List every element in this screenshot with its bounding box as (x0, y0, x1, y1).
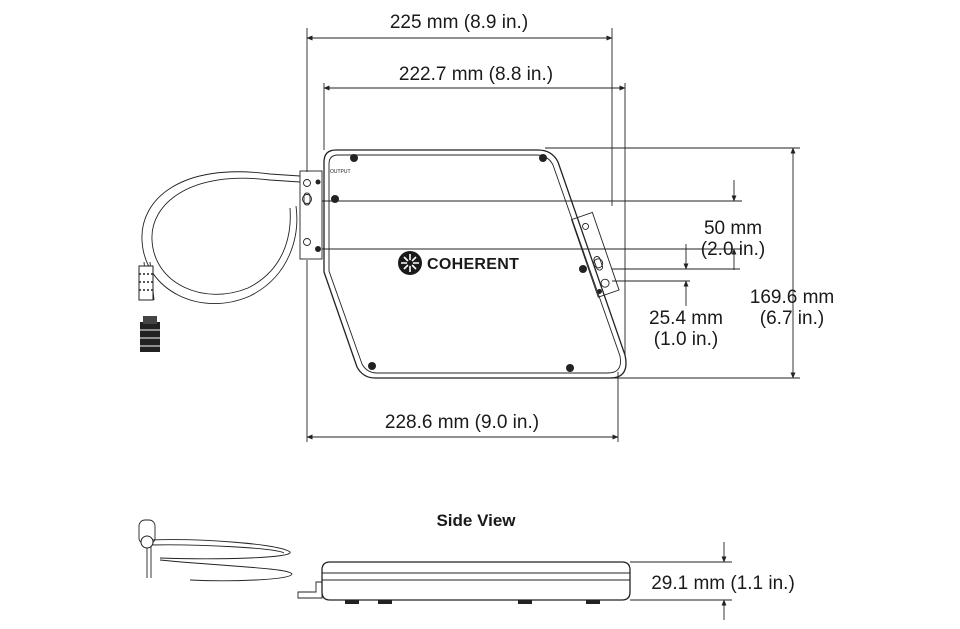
left-mounting-bracket: OUTPUT (299, 169, 351, 260)
dimension-port-spacing: 50 mm (2.0 in.) (322, 180, 765, 270)
body-screws (331, 154, 587, 372)
port-offset-in-label: (1.0 in.) (654, 329, 718, 350)
fiber-connector (138, 265, 160, 352)
dimension-thickness: 29.1 mm (1.1 in.) (630, 542, 795, 620)
side-device-body (297, 561, 631, 604)
dimension-overall-width: 225 mm (8.9 in.) (306, 12, 613, 206)
device-body-outline (323, 149, 627, 379)
coherent-logo: COHERENT (398, 251, 519, 275)
thickness-label: 29.1 mm (1.1 in.) (651, 573, 795, 594)
side-cable (138, 519, 293, 582)
port-offset-mm-label: 25.4 mm (649, 308, 723, 329)
height-mm-label: 169.6 mm (750, 287, 834, 308)
overall-width-label: 225 mm (8.9 in.) (390, 12, 528, 33)
logo-text: COHERENT (427, 256, 519, 273)
port-spacing-mm-label: 50 mm (704, 218, 762, 239)
height-in-label: (6.7 in.) (760, 308, 824, 329)
dimension-base-width: 228.6 mm (9.0 in.) (306, 260, 619, 442)
top-view: OUTPUT (138, 12, 834, 442)
device-body-inner-outline (328, 154, 621, 374)
fiber-cable (141, 171, 301, 305)
port-spacing-in-label: (2.0 in.) (701, 239, 765, 260)
body-width-label: 222.7 mm (8.8 in.) (399, 64, 553, 85)
dimension-height: 169.6 mm (6.7 in.) (545, 147, 834, 379)
dimension-body-width: 222.7 mm (8.8 in.) (323, 64, 626, 355)
side-view-title: Side View (436, 511, 516, 530)
dimension-port-offset: 25.4 mm (1.0 in.) (612, 244, 740, 350)
output-label: OUTPUT (330, 169, 351, 175)
base-width-label: 228.6 mm (9.0 in.) (385, 412, 539, 433)
side-view: Side View (138, 511, 795, 620)
right-mounting-bracket (570, 211, 620, 298)
